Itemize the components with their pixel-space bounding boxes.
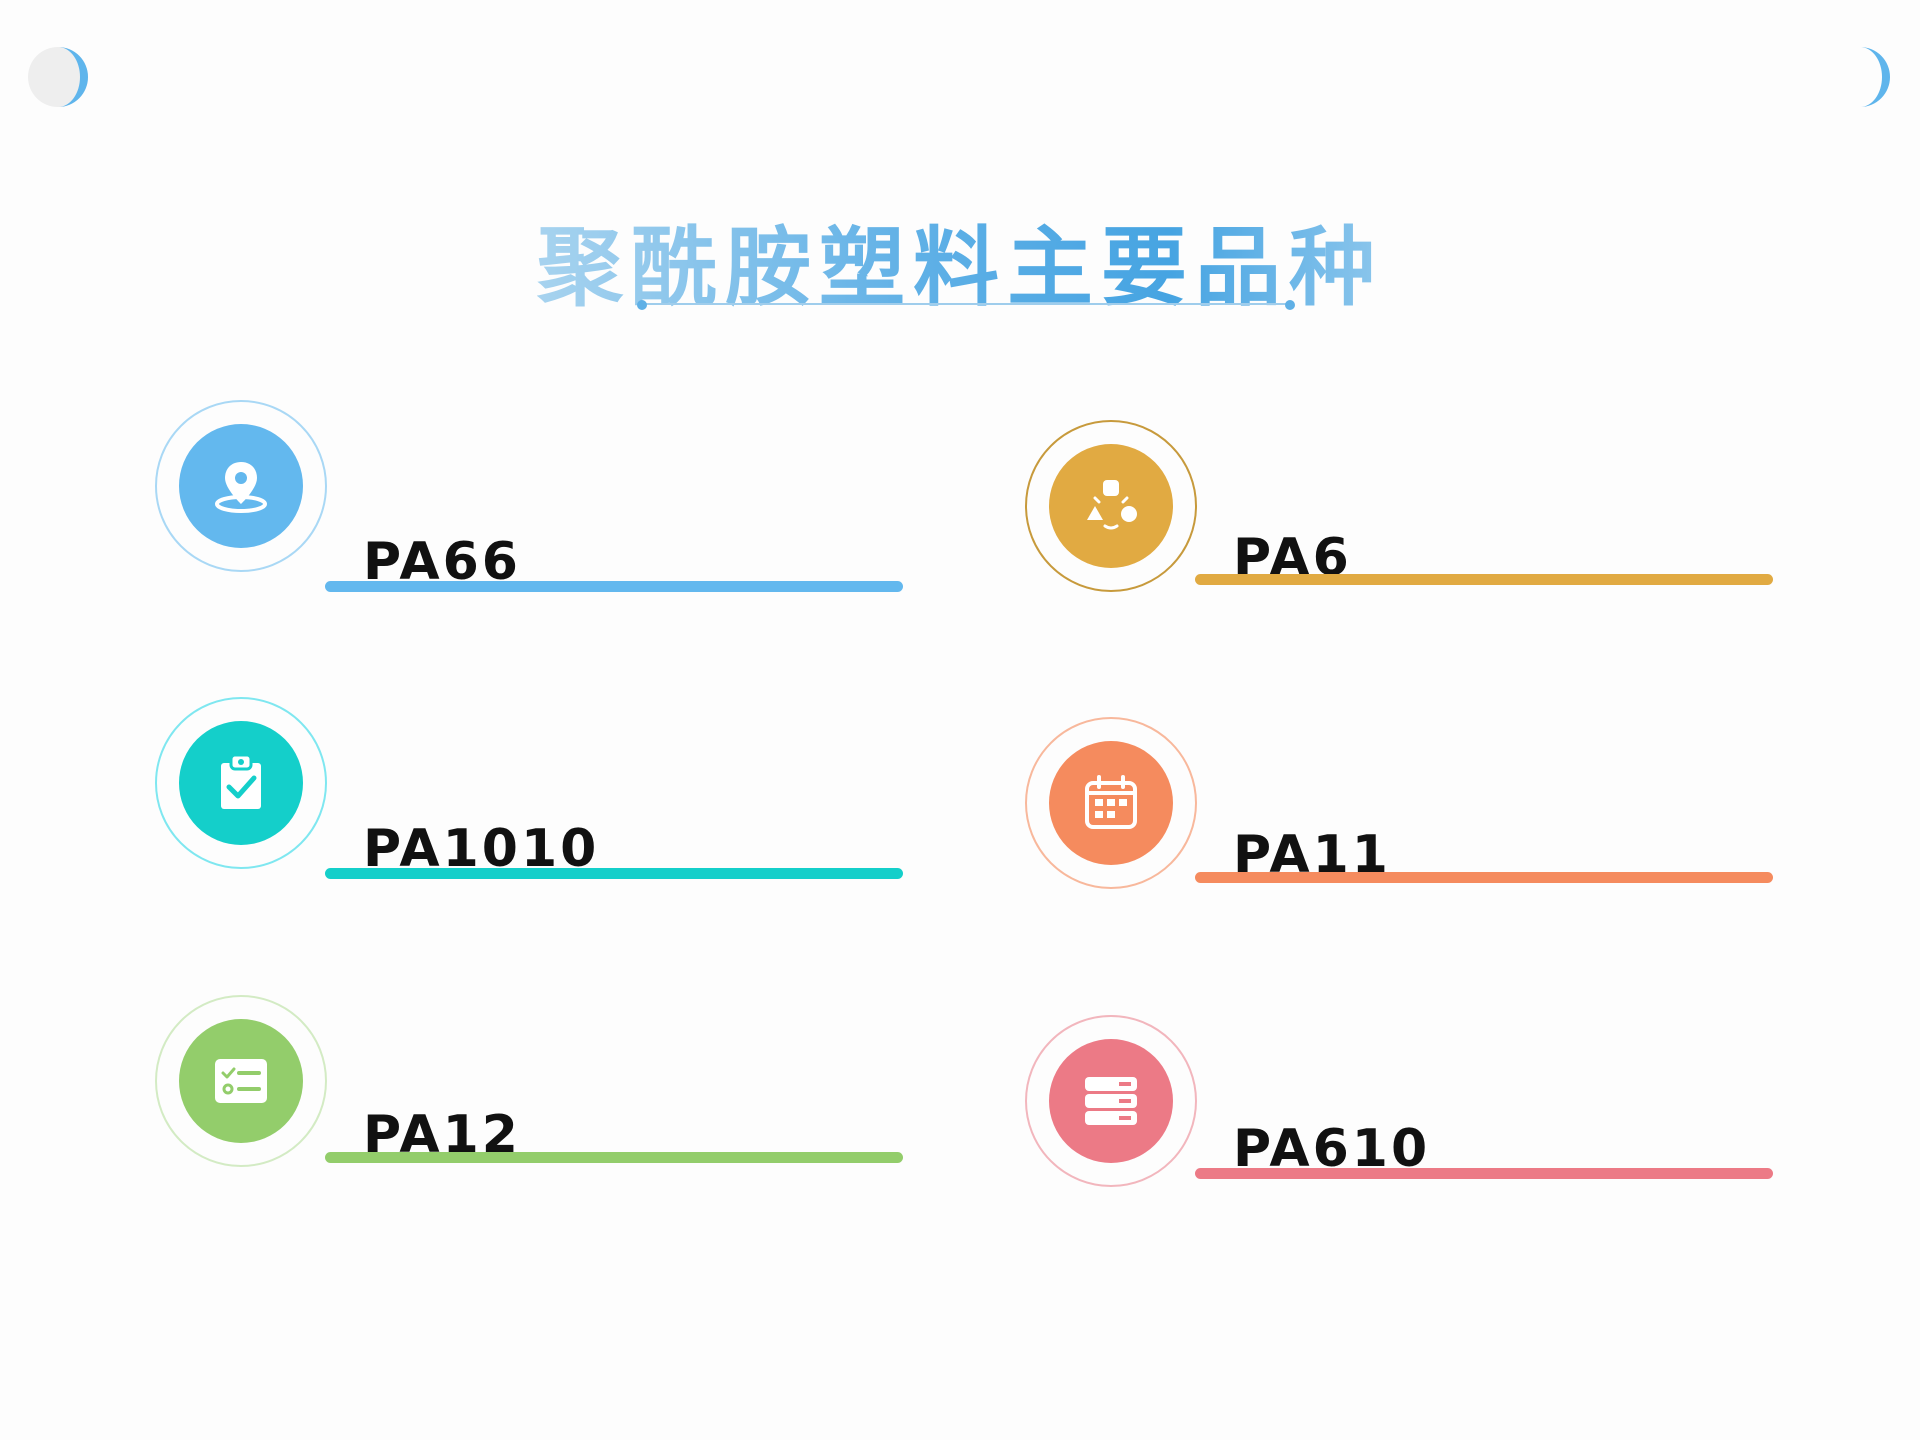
icon-ring — [1025, 420, 1197, 592]
icon-ring — [155, 400, 327, 572]
variety-bar — [325, 1152, 903, 1163]
page-title: 聚酰胺塑料主要品种 — [537, 218, 1383, 318]
variety-bar — [1195, 574, 1773, 585]
variety-item-pa66: PA66 — [155, 400, 975, 592]
icon-ring — [155, 995, 327, 1167]
variety-item-pa610: PA610 — [1025, 1015, 1845, 1195]
clipboard-check-icon — [179, 721, 303, 845]
variety-bar — [325, 868, 903, 879]
variety-item-pa6: PA6 — [1025, 420, 1845, 600]
people-network-icon — [1049, 444, 1173, 568]
variety-item-pa12: PA12 — [155, 995, 975, 1175]
icon-ring — [1025, 1015, 1197, 1187]
variety-bar — [325, 581, 903, 592]
calendar-icon — [1049, 741, 1173, 865]
variety-bar — [1195, 1168, 1773, 1179]
icon-ring — [155, 697, 327, 869]
variety-item-pa11: PA11 — [1025, 717, 1845, 897]
variety-bar — [1195, 872, 1773, 883]
server-stack-icon — [1049, 1039, 1173, 1163]
corner-crescent-right-decoration — [1860, 47, 1890, 107]
icon-ring — [1025, 717, 1197, 889]
variety-item-pa1010: PA1010 — [155, 697, 975, 879]
location-pin-icon — [179, 424, 303, 548]
checklist-icon — [179, 1019, 303, 1143]
title-underline-decoration — [637, 300, 1295, 310]
corner-crescent-left-decoration — [28, 47, 88, 107]
